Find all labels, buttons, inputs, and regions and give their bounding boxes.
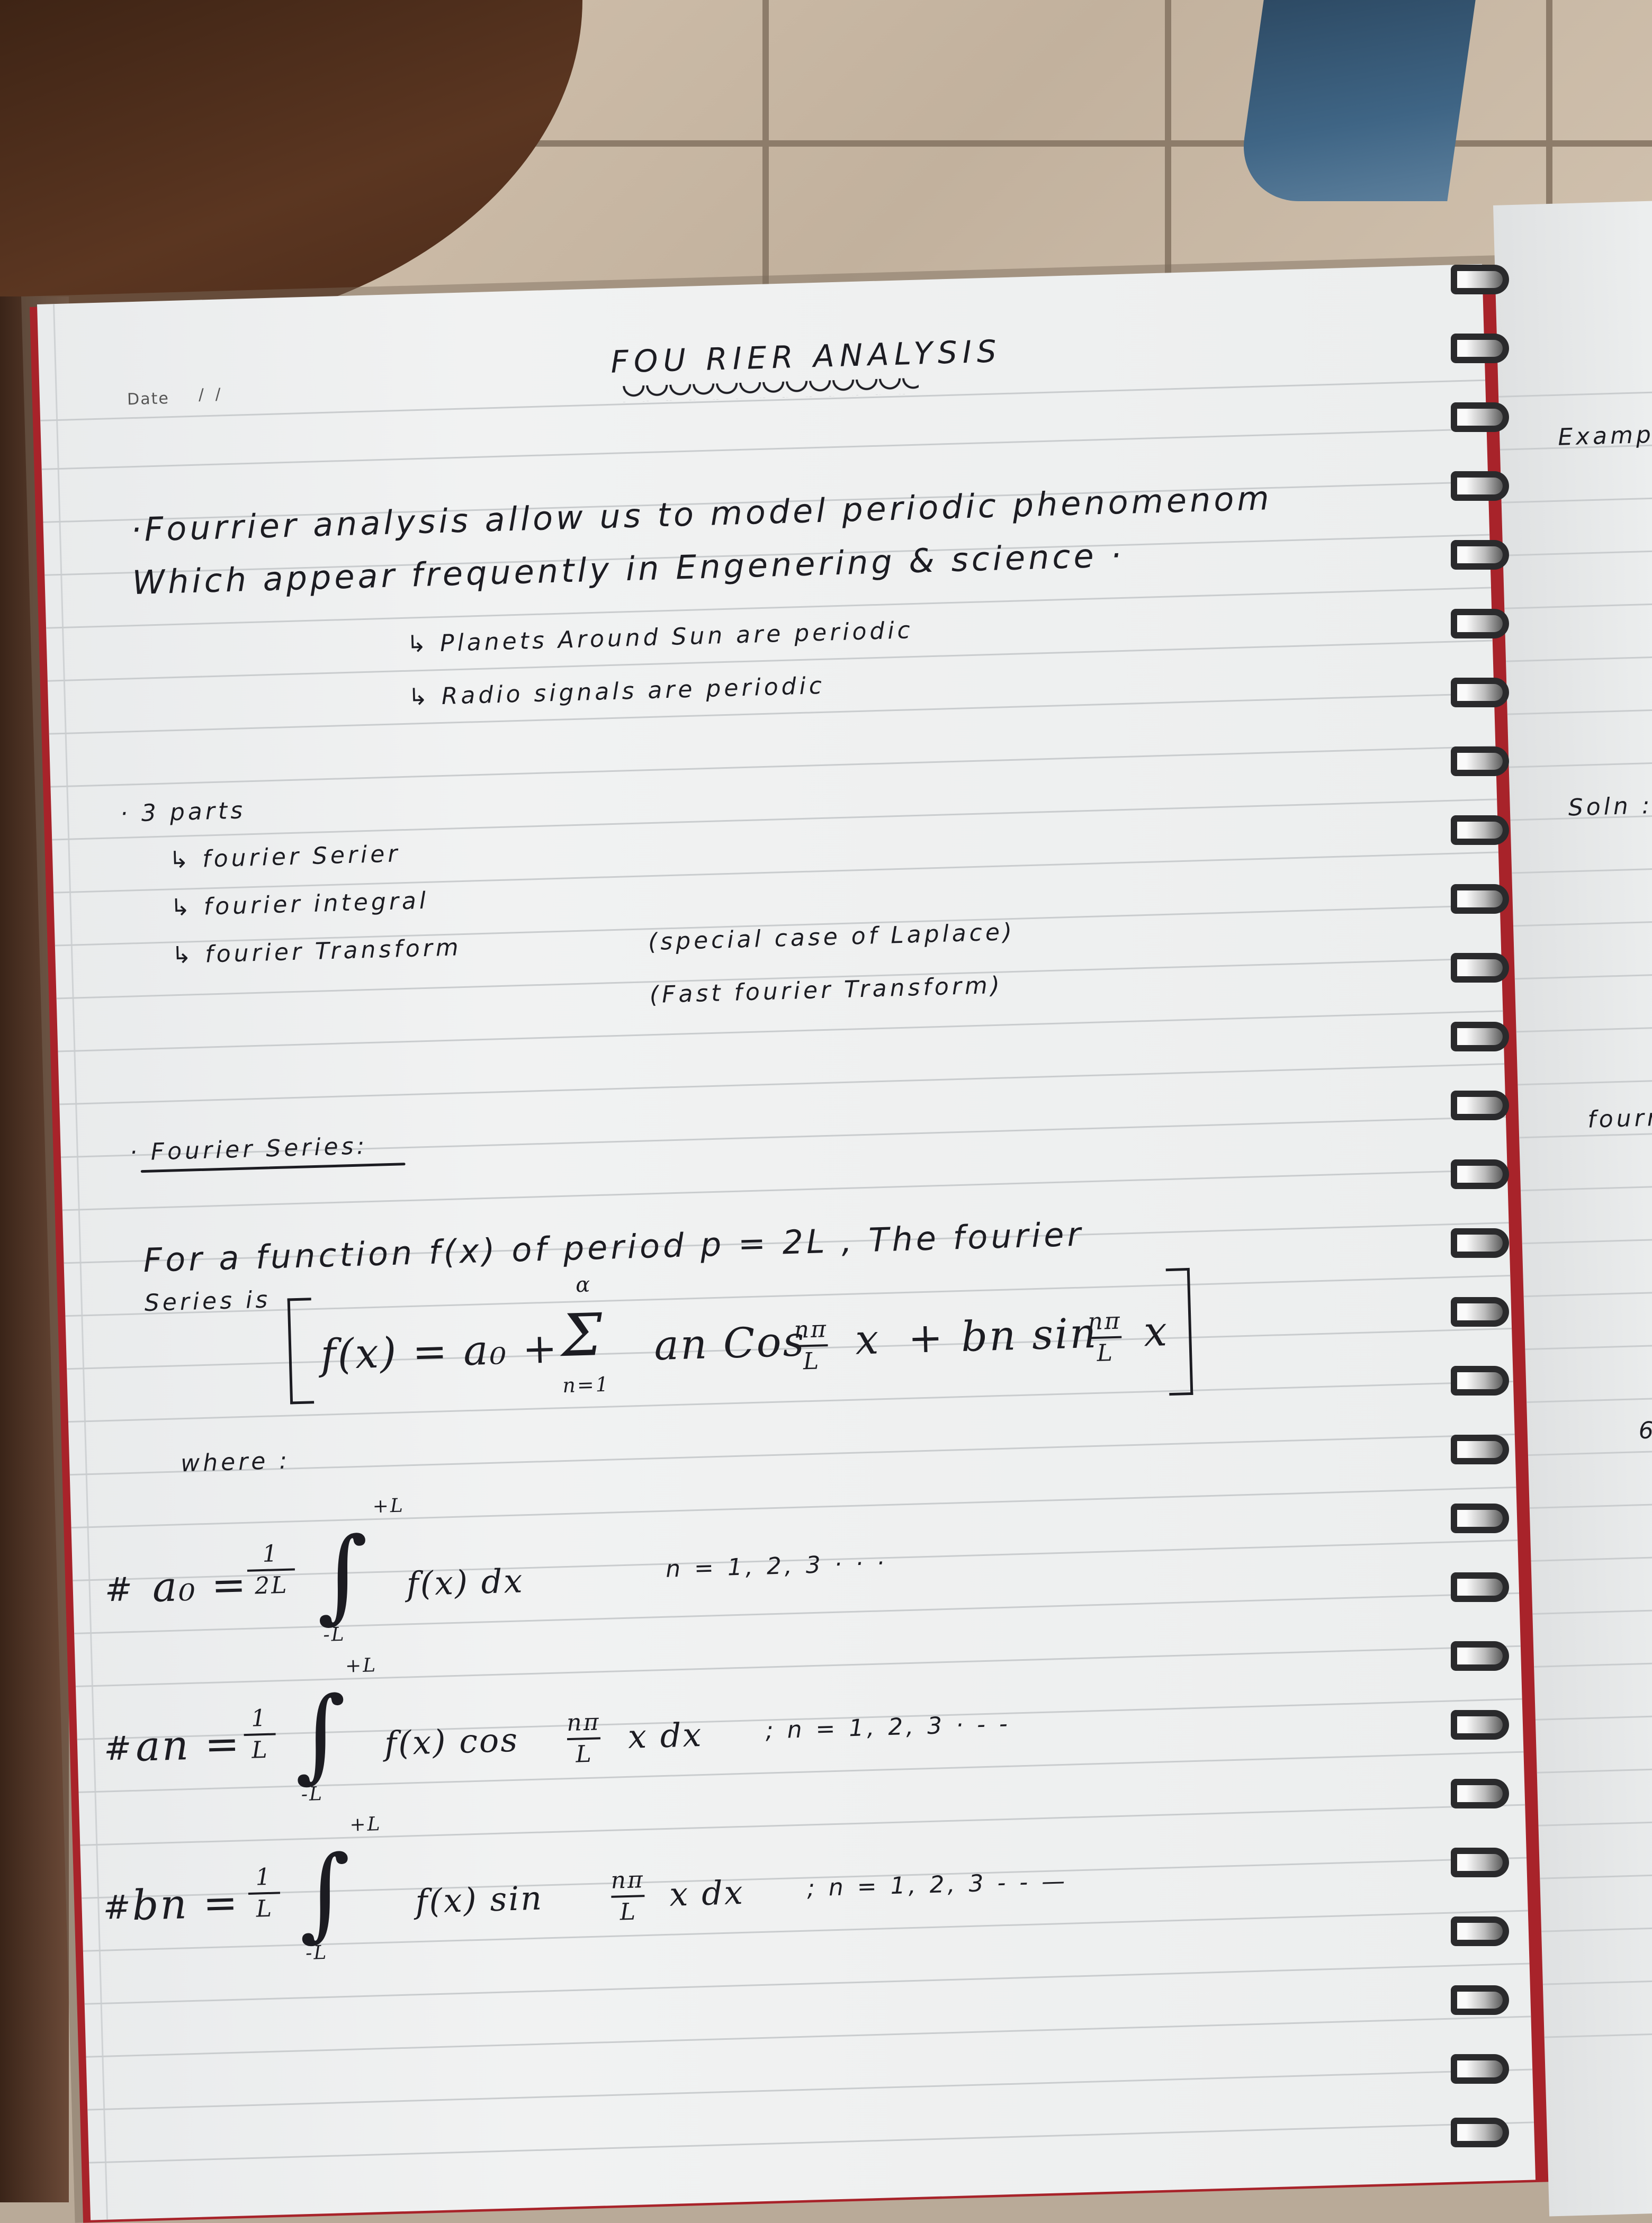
a0-integral-sign: ∫ <box>315 1515 371 1634</box>
intro-line-2: Which appear frequently in Engenering & … <box>131 535 1125 602</box>
an-denominator: L <box>251 1736 270 1764</box>
sum-upper-limit: α <box>575 1272 592 1298</box>
a0-upper-limit: +L <box>372 1495 405 1518</box>
formula-left-bracket <box>287 1298 315 1405</box>
intro-arrow-radio: ↳ Radio signals are periodic <box>408 672 825 711</box>
bn-integral-sign: ∫ <box>297 1833 353 1952</box>
series-definition-line-1: For a function f(x) of period p = 2L , T… <box>142 1214 1084 1280</box>
an-integrand-pre: f(x) cos <box>384 1720 519 1763</box>
series-heading: · Fourier Series: <box>129 1132 369 1166</box>
an-integral-sign: ∫ <box>292 1675 348 1794</box>
an-lower-limit: -L <box>301 1783 324 1806</box>
a0-denominator: 2L <box>254 1571 289 1600</box>
bn-numerator: 1 <box>255 1863 273 1891</box>
bn-lower-limit: -L <box>305 1941 328 1965</box>
an-upper-limit: +L <box>345 1654 378 1677</box>
an-fraction: 1 L <box>243 1704 276 1764</box>
bn-denominator: L <box>255 1895 274 1923</box>
an-lhs: an = <box>134 1720 242 1771</box>
parts-item-fourier-integral: ↳ fourier integral <box>170 887 429 922</box>
formula-plus: + <box>907 1313 945 1363</box>
term-a-denominator: L <box>803 1347 821 1375</box>
series-definition-line-2: Series is <box>144 1286 271 1317</box>
an-inner-fraction: nπ L <box>566 1708 601 1768</box>
an-inner-denominator: L <box>575 1740 594 1768</box>
a0-range: n = 1, 2, 3 · · · <box>665 1550 888 1583</box>
a0-lhs: a₀ = <box>151 1561 248 1612</box>
right-page-word-fourier: fourr <box>1587 1104 1652 1133</box>
parts-note-laplace: (special case of Laplace) <box>648 918 1016 956</box>
bn-range: ; n = 1, 2, 3 - - — <box>806 1867 1069 1902</box>
parts-note-fft: (Fast fourier Transform) <box>649 971 1003 1009</box>
right-page-word-solution: Soln : <box>1568 792 1652 822</box>
bn-fraction: 1 L <box>248 1863 281 1923</box>
bn-integrand-pre: f(x) sin <box>415 1878 544 1921</box>
date-slashes: / / <box>198 385 225 404</box>
a0-numerator: 1 <box>262 1540 280 1568</box>
an-numerator: 1 <box>250 1704 268 1732</box>
bn-inner-fraction: nπ L <box>610 1866 645 1926</box>
title-wavy-underline <box>622 377 919 402</box>
an-inner-numerator: nπ <box>566 1708 601 1737</box>
formula-term-b: bn sin <box>960 1309 1099 1362</box>
bn-upper-limit: +L <box>349 1813 382 1836</box>
parts-heading: · 3 parts <box>120 797 246 827</box>
bn-integrand-post: x dx <box>669 1873 745 1914</box>
parts-item-fourier-series: ↳ fourier Serier <box>168 840 401 874</box>
parts-item-fourier-transform: ↳ fourier Transform <box>171 934 462 969</box>
right-page-word-example: Examp <box>1557 421 1652 451</box>
formula-lhs: f(x) = a₀ + <box>320 1325 560 1379</box>
formula-term-b-variable: x <box>1143 1308 1170 1356</box>
denim-leg <box>1235 0 1476 201</box>
bn-lhs: bn = <box>131 1879 240 1930</box>
formula-term-a-fraction: nπ L <box>793 1316 829 1375</box>
an-range: ; n = 1, 2, 3 · - - <box>765 1710 1011 1744</box>
date-label: Date <box>127 389 170 409</box>
a0-fraction: 1 2L <box>246 1540 295 1600</box>
an-integrand-post: x dx <box>627 1715 704 1756</box>
term-b-numerator: nπ <box>1087 1307 1122 1336</box>
intro-arrow-planets: ↳ Planets Around Sun are periodic <box>406 617 914 658</box>
formula-term-a: an Cos <box>653 1318 806 1370</box>
formula-term-a-variable: x <box>854 1316 881 1364</box>
a0-integrand: f(x) dx <box>406 1561 525 1604</box>
right-page-word-six: 6 <box>1638 1417 1652 1445</box>
bn-inner-numerator: nπ <box>610 1866 645 1894</box>
term-b-denominator: L <box>1096 1339 1115 1367</box>
page-title: FOU RIER ANALYSIS <box>610 333 1002 380</box>
an-hash: # <box>103 1728 136 1768</box>
a0-lower-limit: -L <box>322 1623 346 1646</box>
formula-term-b-fraction: nπ L <box>1087 1307 1123 1367</box>
where-label: where : <box>180 1447 291 1478</box>
sum-lower-limit: n=1 <box>562 1372 610 1398</box>
a0-hash: # <box>104 1569 136 1609</box>
formula-right-bracket <box>1165 1267 1193 1396</box>
sum-sign: Σ <box>560 1300 605 1370</box>
spiral-binding <box>1451 265 1525 2149</box>
bn-inner-denominator: L <box>620 1898 638 1926</box>
notebook-left-page: Date / / FOU RIER ANALYSIS ·Fourrier ana… <box>37 264 1536 2220</box>
term-a-numerator: nπ <box>793 1316 828 1344</box>
bn-hash: # <box>102 1887 134 1927</box>
